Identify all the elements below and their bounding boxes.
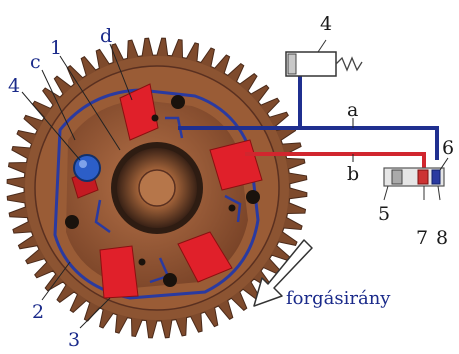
label-c: c — [30, 51, 41, 73]
label-4-top: 4 — [320, 13, 332, 35]
rotation-direction-label: forgásirány — [286, 288, 391, 309]
control-valve — [384, 168, 444, 200]
label-5: 5 — [378, 203, 390, 225]
label-b: b — [347, 163, 359, 185]
bolt-hole-inner-right — [229, 205, 236, 212]
valve-spool-2 — [418, 170, 428, 184]
bolt-hole-bottom — [163, 273, 177, 287]
lock-pin — [74, 155, 100, 181]
valve-leader-5 — [384, 186, 388, 200]
label-7: 7 — [416, 227, 428, 249]
spring-icon — [336, 58, 362, 70]
valve-spool-1 — [392, 170, 402, 184]
bolt-hole-inner-bottom — [139, 259, 146, 266]
label-8: 8 — [436, 227, 448, 249]
lock-pin-highlight — [79, 160, 87, 168]
label-3: 3 — [68, 329, 80, 351]
solenoid-leader — [318, 40, 326, 52]
hub-center — [139, 170, 175, 206]
solenoid-valve — [286, 40, 362, 76]
valve-leader-8 — [438, 186, 440, 200]
solenoid-coil — [288, 54, 296, 74]
chamber-bottom — [100, 246, 138, 298]
valve-spool-3 — [432, 170, 440, 184]
bolt-hole-inner-top — [152, 115, 159, 122]
label-a: a — [347, 99, 358, 121]
bolt-hole-left — [65, 215, 79, 229]
label-6: 6 — [442, 137, 454, 159]
label-d: d — [100, 25, 112, 47]
label-4-left: 4 — [8, 75, 20, 97]
label-1: 1 — [50, 37, 62, 59]
central-hub — [111, 142, 203, 234]
bolt-hole-top-right — [171, 95, 185, 109]
label-2: 2 — [32, 301, 44, 323]
bolt-hole-right — [246, 190, 260, 204]
lock-pin-body — [74, 155, 100, 181]
